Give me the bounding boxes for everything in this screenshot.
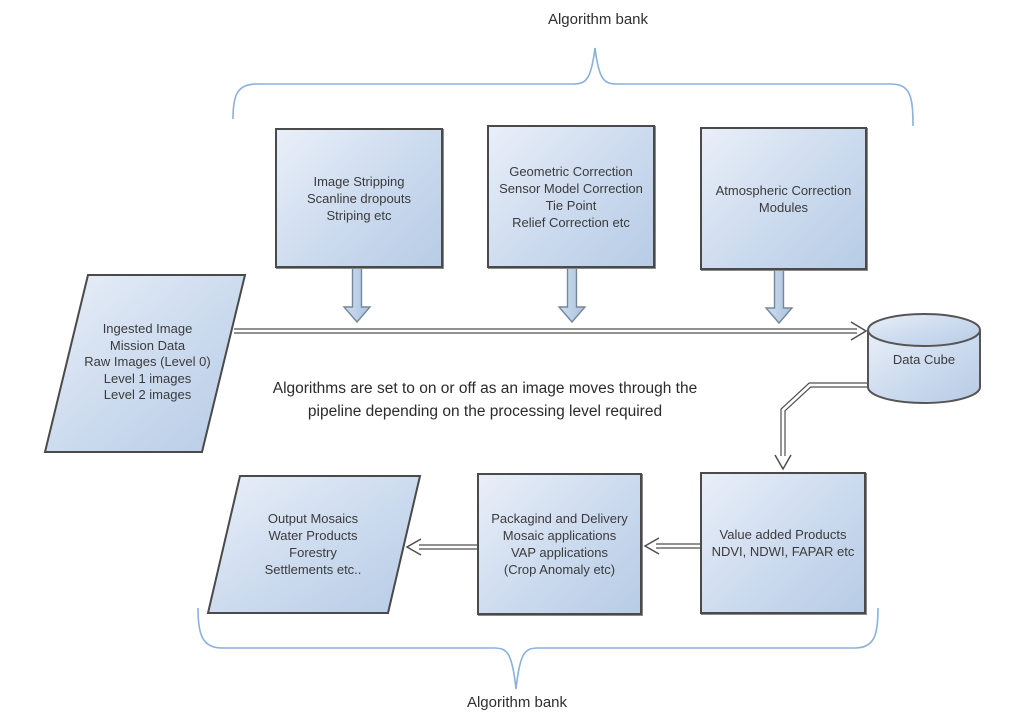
datacube-to-vap-arrowhead bbox=[774, 454, 792, 471]
geometric-down-block-arrow bbox=[557, 265, 587, 324]
arrowheads bbox=[405, 321, 868, 556]
geometric-correction-box: Geometric Correction Sensor Model Correc… bbox=[487, 125, 655, 268]
datacube-to-vap-arrow-line-inner bbox=[781, 383, 868, 456]
pipeline-arrowhead bbox=[850, 321, 868, 341]
datacube-cylinder-top bbox=[867, 313, 981, 347]
vap-to-packaging-arrowhead bbox=[643, 537, 660, 555]
value-added-products-box: Value added Products NDVI, NDWI, FAPAR e… bbox=[700, 472, 866, 614]
packaging-to-output-arrowhead bbox=[405, 538, 422, 556]
datacube-cylinder bbox=[867, 313, 981, 404]
output-parallelogram-shape bbox=[206, 475, 422, 614]
atmospheric-down-block-arrow bbox=[764, 267, 794, 325]
packaging-delivery-box: Packagind and Delivery Mosaic applicatio… bbox=[477, 473, 642, 615]
block-arrows bbox=[342, 265, 794, 325]
input-parallelogram-shape bbox=[43, 274, 247, 453]
top-brace-bracket bbox=[232, 47, 914, 127]
bottom-brace-bracket bbox=[197, 607, 879, 690]
top-algorithm-bank-label: Algorithm bank bbox=[547, 11, 649, 28]
image-stripping-box: Image Stripping Scanline dropouts Stripi… bbox=[275, 128, 443, 268]
pipeline-caption: Algorithms are set to on or off as an im… bbox=[272, 380, 698, 420]
stripping-down-block-arrow bbox=[342, 265, 372, 324]
datacube-to-vap-arrow-line bbox=[780, 382, 868, 456]
atmospheric-correction-box: Atmospheric Correction Modules bbox=[700, 127, 867, 270]
bottom-algorithm-bank-label: Algorithm bank bbox=[466, 694, 568, 711]
datacube-label: Data Cube bbox=[892, 352, 956, 367]
output-parallelogram-label: Output Mosaics Water Products Forestry S… bbox=[264, 511, 362, 577]
connector-lines bbox=[234, 328, 868, 550]
datacube-cylinder-body bbox=[867, 330, 981, 404]
input-parallelogram-label: Ingested Image Mission Data Raw Images (… bbox=[84, 321, 211, 402]
